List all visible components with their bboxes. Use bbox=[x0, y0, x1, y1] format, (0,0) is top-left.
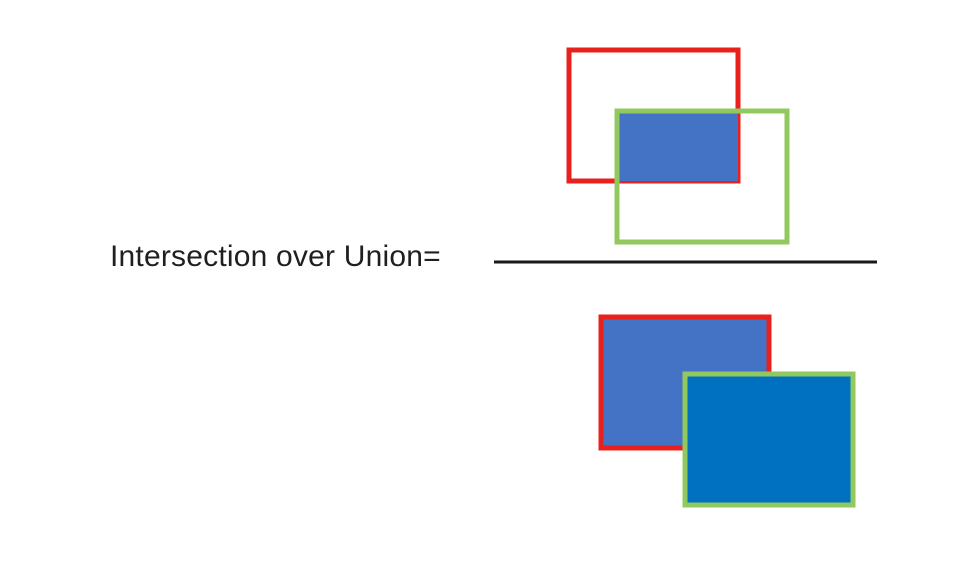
union-box-b bbox=[682, 371, 856, 508]
iou-formula-label: Intersection over Union= bbox=[110, 240, 441, 273]
numerator-intersection bbox=[566, 47, 790, 245]
numerator-box-b bbox=[614, 108, 790, 245]
intersection-area bbox=[617, 111, 738, 181]
denominator-union bbox=[598, 314, 856, 508]
